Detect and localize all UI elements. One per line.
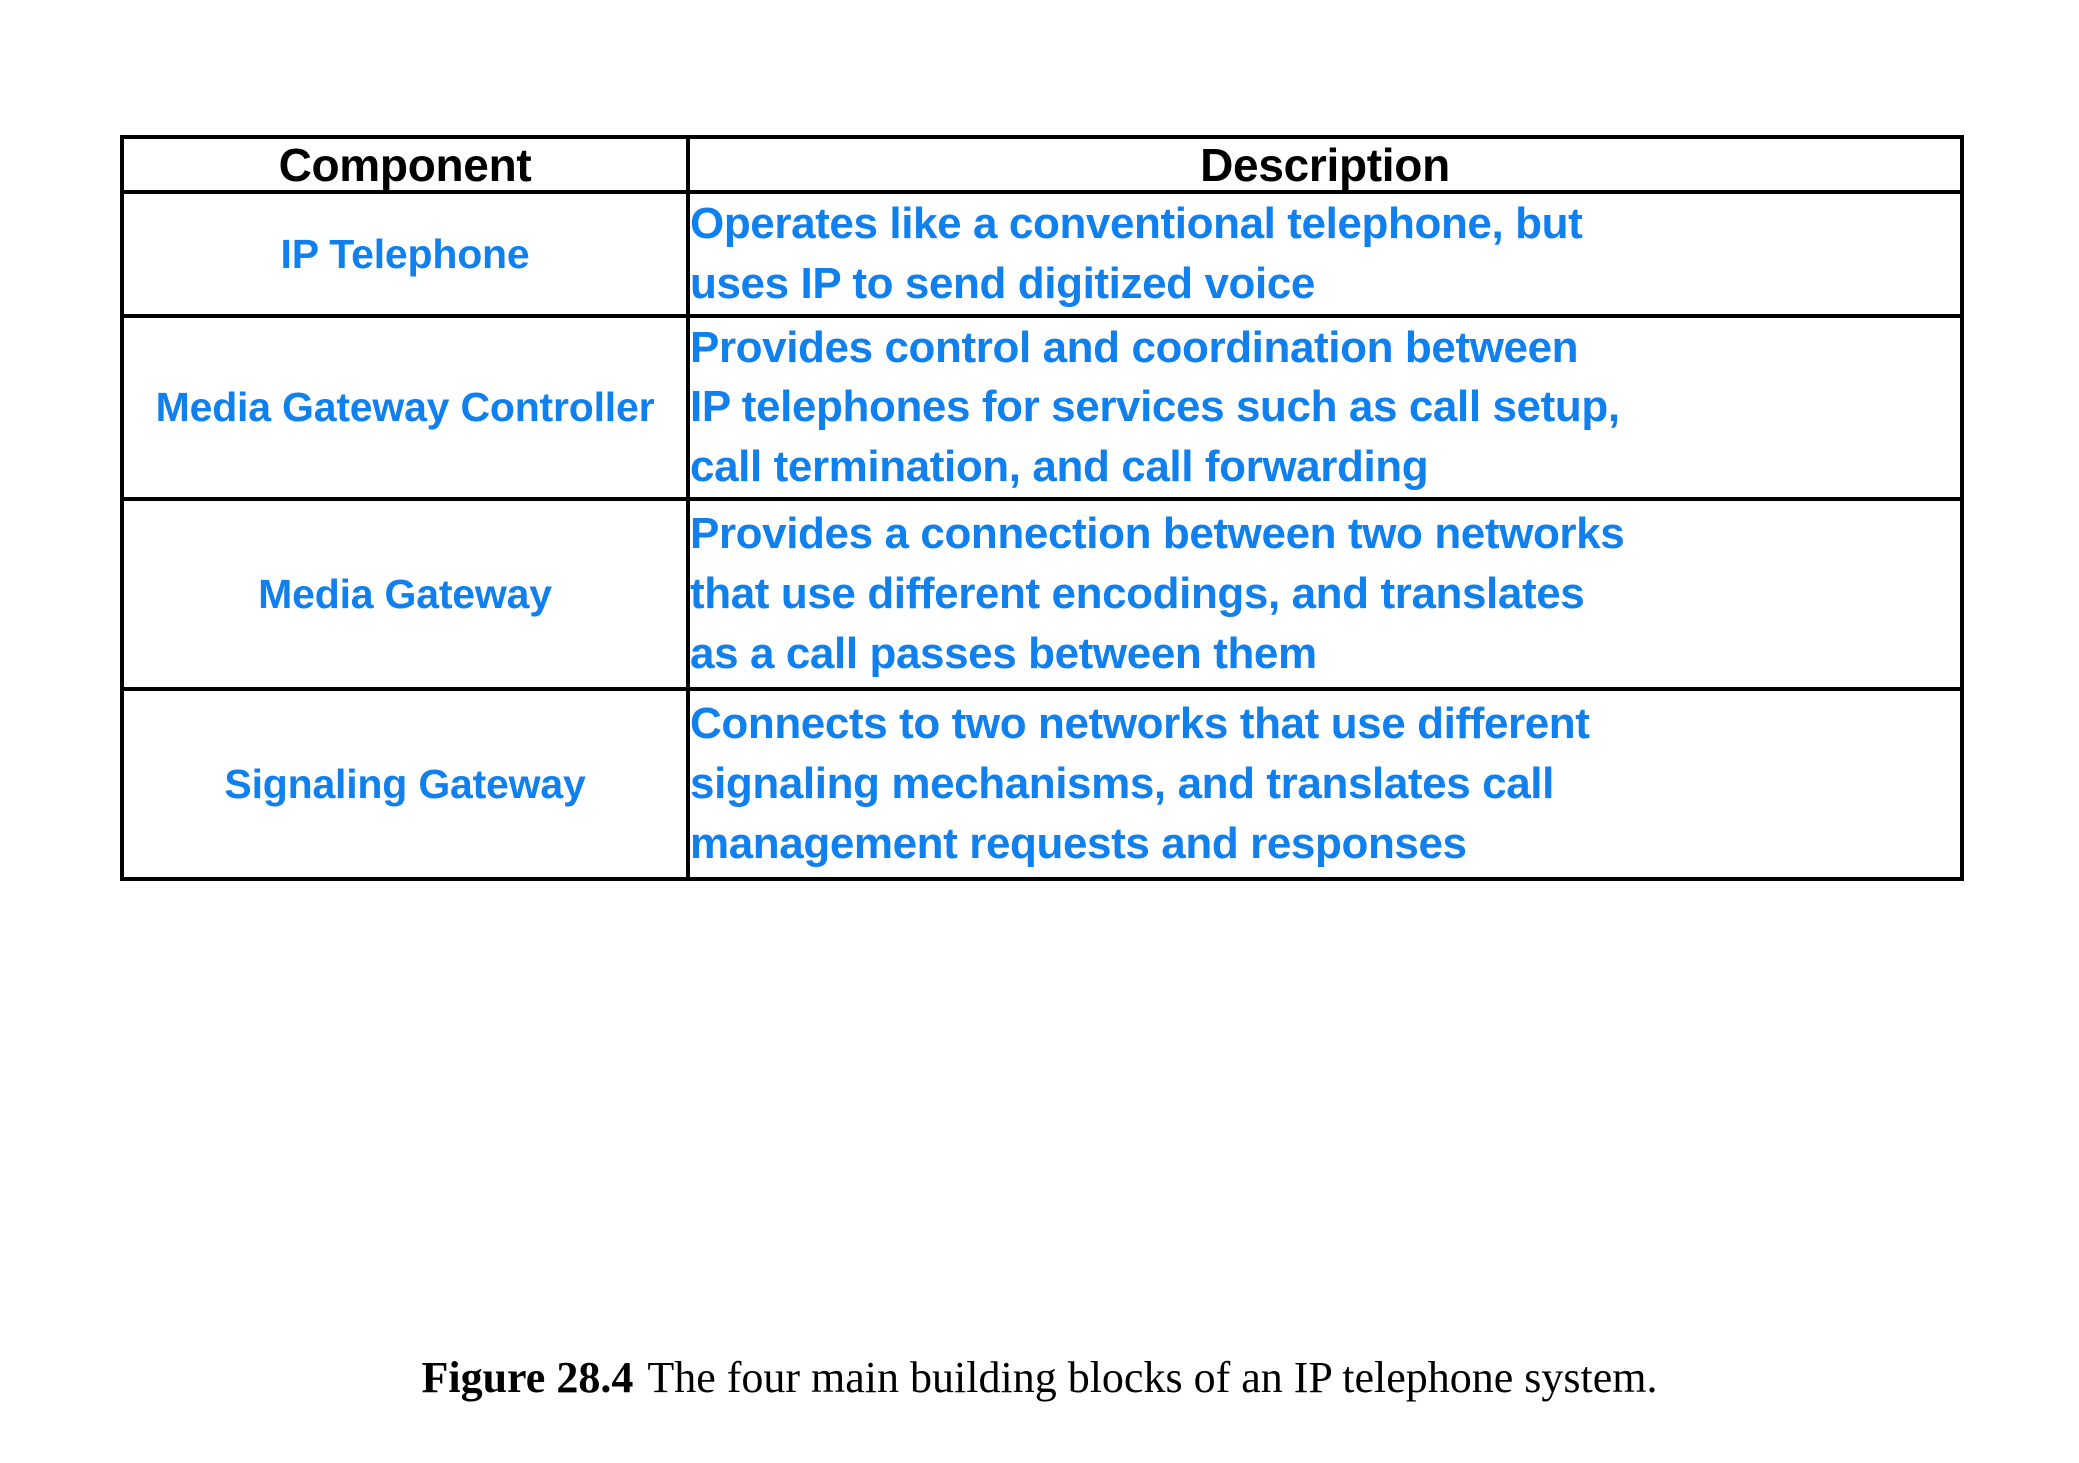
table-row: Media Gateway Provides a connection betw… <box>120 497 1964 692</box>
ip-telephony-components-table: Component Description IP Telephone Opera… <box>120 135 1964 882</box>
component-name-cell: Media Gateway Controller <box>120 313 690 502</box>
component-name-cell: Media Gateway <box>120 497 690 692</box>
table-header-row: Component Description <box>120 135 1964 194</box>
component-name-cell: IP Telephone <box>120 190 690 318</box>
component-description-cell: Connects to two networks that use differ… <box>686 687 1964 882</box>
table-row: Signaling Gateway Connects to two networ… <box>120 687 1964 882</box>
figure-caption: Figure 28.4 The four main building blocks… <box>0 1352 2079 1403</box>
table-row: IP Telephone Operates like a conventiona… <box>120 190 1964 318</box>
figure-caption-text: The four main building blocks of an IP t… <box>647 1353 1658 1402</box>
component-description-cell: Provides a connection between two networ… <box>686 497 1964 692</box>
table-row: Media Gateway Controller Provides contro… <box>120 313 1964 502</box>
component-description-cell: Operates like a conventional telephone, … <box>686 190 1964 318</box>
figure-caption-label: Figure 28.4 <box>421 1353 634 1402</box>
component-name-cell: Signaling Gateway <box>120 687 690 882</box>
component-description-cell: Provides control and coordination betwee… <box>686 313 1964 502</box>
column-header-component: Component <box>120 135 690 194</box>
column-header-description: Description <box>686 135 1964 194</box>
